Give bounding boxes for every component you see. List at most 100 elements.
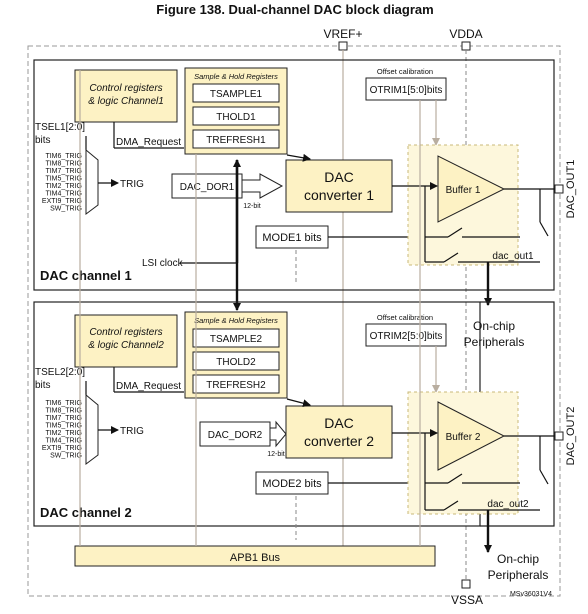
channel1-buffer-label: Buffer 1	[446, 185, 481, 196]
channel2-buffer-amp	[437, 401, 506, 471]
channel2-data-bus-arrow	[269, 420, 287, 448]
channel2-trefresh-label: TREFRESH2	[206, 380, 266, 391]
channel2-offset-cal-label: Offset calibration	[377, 313, 433, 322]
trigger-label: TIM7_TRIG	[45, 168, 82, 175]
channel1-dma-label: DMA_Request	[116, 137, 181, 148]
channel2-dma-label: DMA_Request	[116, 381, 181, 392]
channel1-sample-hold-title: Sample & Hold Registers	[194, 72, 278, 81]
channel1-otrim-label: OTRIM1[5:0]bits	[370, 85, 443, 96]
trigger-label: SW_TRIG	[50, 206, 82, 213]
figure-title: Figure 138. Dual-channel DAC block diagr…	[156, 2, 433, 17]
channel2-otrim-label: OTRIM2[5:0]bits	[370, 331, 443, 342]
channel2-tsel-line2: bits	[35, 380, 51, 391]
channel2-trigger-mux	[85, 393, 99, 465]
channel2-onchip-line2: Peripherals	[488, 568, 549, 582]
channel2-switch3	[539, 469, 549, 485]
channel2-out-label: DAC_OUT2	[565, 407, 577, 466]
channel2-frame-right	[480, 301, 555, 527]
channel1-dor-register	[171, 173, 243, 199]
trigger-label: TIM2_TRIG	[45, 183, 82, 190]
channel1-dac-out-label: dac_out1	[492, 251, 534, 262]
channel2-switch1	[447, 473, 463, 484]
apb-bus	[74, 545, 436, 567]
channel1-converter-line1: DAC	[324, 169, 354, 185]
channel1-frame	[33, 59, 555, 291]
channel2-out-pin	[554, 431, 564, 441]
channel1-onchip-line1: On-chip	[473, 319, 515, 333]
channel2-control-line1: Control registers	[89, 327, 162, 338]
figure-id: MSv36031V4	[510, 591, 552, 598]
channel2-trefresh-register	[192, 374, 280, 394]
trigger-label: TIM8_TRIG	[45, 408, 82, 415]
channel1-thold-label: THOLD1	[216, 112, 256, 123]
channel2-dac-out-label: dac_out2	[487, 499, 529, 510]
channel1-switch3	[539, 221, 549, 237]
channel1-dac-converter	[285, 159, 393, 213]
trigger-label: EXTI9_TRIG	[42, 445, 82, 452]
trigger-label: EXTI9_TRIG	[42, 198, 82, 205]
channel2-converter-line1: DAC	[324, 415, 354, 431]
trigger-label: SW_TRIG	[50, 453, 82, 460]
vref-pin	[338, 41, 348, 51]
channel1-control-line2: & logic Channel1	[88, 96, 164, 107]
channel1-trefresh-label: TREFRESH1	[206, 135, 266, 146]
channel1-dor-label: DAC_DOR1	[180, 182, 235, 193]
channel2-tsel-line1: TSEL2[2:0]	[35, 367, 85, 378]
chip-boundary	[27, 45, 561, 597]
vdda-pin	[461, 41, 471, 51]
trigger-label: TIM2_TRIG	[45, 430, 82, 437]
lsi-clock-label: LSI clock	[142, 258, 184, 269]
channel1-tsel-line1: TSEL1[2:0]	[35, 122, 85, 133]
channel2-12bit-label: 12-bit	[267, 451, 285, 458]
channel1-trigger-list: TIM6_TRIG TIM8_TRIG TIM7_TRIG TIM5_TRIG …	[42, 153, 82, 213]
channel2-sample-hold-title: Sample & Hold Registers	[194, 316, 278, 325]
apb-bus-label: APB1 Bus	[230, 552, 281, 564]
trigger-label: TIM8_TRIG	[45, 161, 82, 168]
channel1-converter-line2: converter 1	[304, 187, 374, 203]
channel2-trigger-list: TIM6_TRIG TIM8_TRIG TIM7_TRIG TIM5_TRIG …	[42, 400, 82, 460]
channel1-label: DAC channel 1	[40, 268, 132, 283]
channel2-switch2	[443, 500, 459, 511]
channel1-control-line1: Control registers	[89, 83, 162, 94]
channel1-sh-to-converter	[286, 153, 311, 162]
channel2-control-line2: & logic Channel2	[88, 340, 164, 351]
channel2-tsample-label: TSAMPLE2	[210, 334, 263, 345]
channel1-tsel-line2: bits	[35, 135, 51, 146]
channel2-dor-label: DAC_DOR2	[208, 430, 263, 441]
trigger-label: TIM6_TRIG	[45, 153, 82, 160]
channel1-mode-label: MODE1 bits	[262, 232, 322, 244]
vssa-pin	[461, 579, 471, 589]
channel1-trig-label: TRIG	[120, 179, 144, 190]
channel1-12bit-label: 12-bit	[243, 203, 261, 210]
channel2-mode-label: MODE2 bits	[262, 478, 322, 490]
channel1-offset-cal-label: Offset calibration	[377, 67, 433, 76]
trigger-label: TIM5_TRIG	[45, 176, 82, 183]
channel1-out-pin	[554, 184, 564, 194]
channel1-thold-register	[192, 106, 280, 126]
channel2-control-block	[74, 314, 178, 368]
channel1-tsample-register	[192, 83, 280, 103]
channel2-sh-to-converter	[286, 398, 311, 408]
channel1-trefresh-register	[192, 129, 280, 149]
channel1-switch1	[447, 227, 463, 238]
channel2-thold-label: THOLD2	[216, 357, 256, 368]
trigger-label: TIM6_TRIG	[45, 400, 82, 407]
trigger-label: TIM4_TRIG	[45, 191, 82, 198]
trigger-label: TIM5_TRIG	[45, 423, 82, 430]
vref-pin-label: VREF+	[323, 27, 362, 41]
channel1-out-label: DAC_OUT1	[565, 160, 577, 219]
channel2-onchip-line1: On-chip	[497, 552, 539, 566]
channel2-trig-label: TRIG	[120, 426, 144, 437]
channel1-buffer-amp	[437, 155, 506, 223]
channel1-data-bus-arrow	[241, 173, 284, 199]
channel2-dac-converter	[285, 405, 393, 459]
channel1-control-block	[74, 69, 178, 123]
channel2-thold-register	[192, 351, 280, 371]
channel1-onchip-line2: Peripherals	[464, 335, 525, 349]
channel2-otrim-box	[365, 323, 447, 347]
channel2-tsample-register	[192, 328, 280, 348]
channel2-label: DAC channel 2	[40, 505, 132, 520]
channel2-buffer-label: Buffer 2	[446, 432, 481, 443]
channel1-trigger-mux	[85, 148, 99, 215]
